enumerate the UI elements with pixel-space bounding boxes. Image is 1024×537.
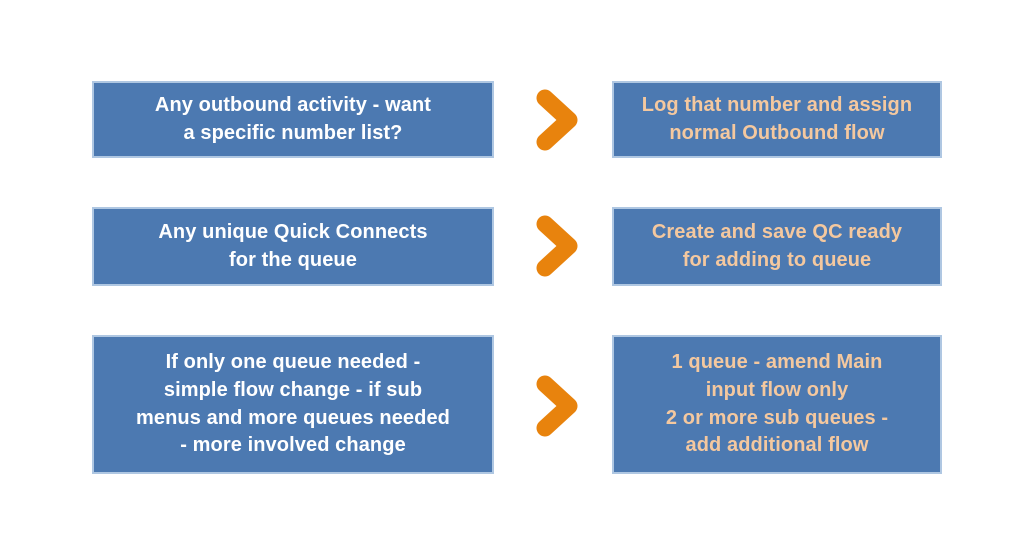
chevron-right-icon [535,214,579,278]
answer-box-3: 1 queue - amend Main input flow only 2 o… [612,335,942,474]
question-box-1: Any outbound activity - want a specific … [92,81,494,158]
answer-box-2: Create and save QC ready for adding to q… [612,207,942,286]
answer-box-1: Log that number and assign normal Outbou… [612,81,942,158]
chevron-right-icon [535,374,579,438]
chevron-right-icon [535,88,579,152]
question-box-2: Any unique Quick Connects for the queue [92,207,494,286]
question-box-3: If only one queue needed - simple flow c… [92,335,494,474]
